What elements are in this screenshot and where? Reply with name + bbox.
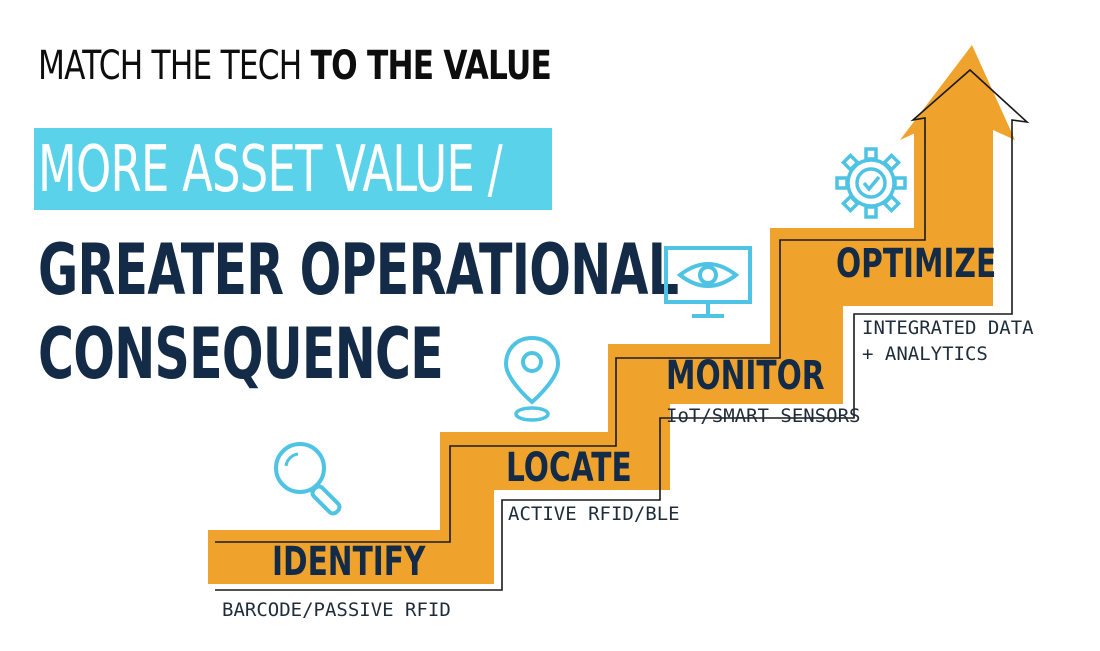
staircase-outline (215, 68, 1030, 591)
step-label-identify: IDENTIFY (272, 539, 426, 585)
consequence-line-1: GREATER OPERATIONAL (38, 229, 679, 311)
value-highlight-band (34, 128, 552, 210)
staircase-arrow-body (208, 45, 1015, 584)
tech-label-monitor: IoT/SMART SENSORS (666, 405, 861, 427)
tech-label-locate: ACTIVE RFID/BLE (508, 503, 680, 525)
headline-part-bold: TO THE VALUE (310, 43, 552, 89)
tech-label-optimize-line-2: + ANALYTICS (862, 343, 988, 365)
consequence-line-2: CONSEQUENCE (38, 313, 444, 395)
magnifier-icon (274, 442, 342, 516)
step-label-locate: LOCATE (506, 445, 632, 491)
asset-value-line: MORE ASSET VALUE / (38, 133, 503, 207)
gear-check-icon (835, 147, 907, 219)
headline-part-regular: MATCH THE TECH (38, 43, 311, 89)
location-pin-icon (503, 335, 561, 422)
eye-monitor-icon (664, 246, 752, 318)
headline: MATCH THE TECH TO THE VALUE (38, 30, 552, 102)
tech-label-optimize-line-1: INTEGRATED DATA (862, 317, 1034, 339)
step-label-monitor: MONITOR (666, 353, 825, 399)
tech-label-identify: BARCODE/PASSIVE RFID (222, 599, 451, 621)
step-label-optimize: OPTIMIZE (836, 241, 997, 287)
